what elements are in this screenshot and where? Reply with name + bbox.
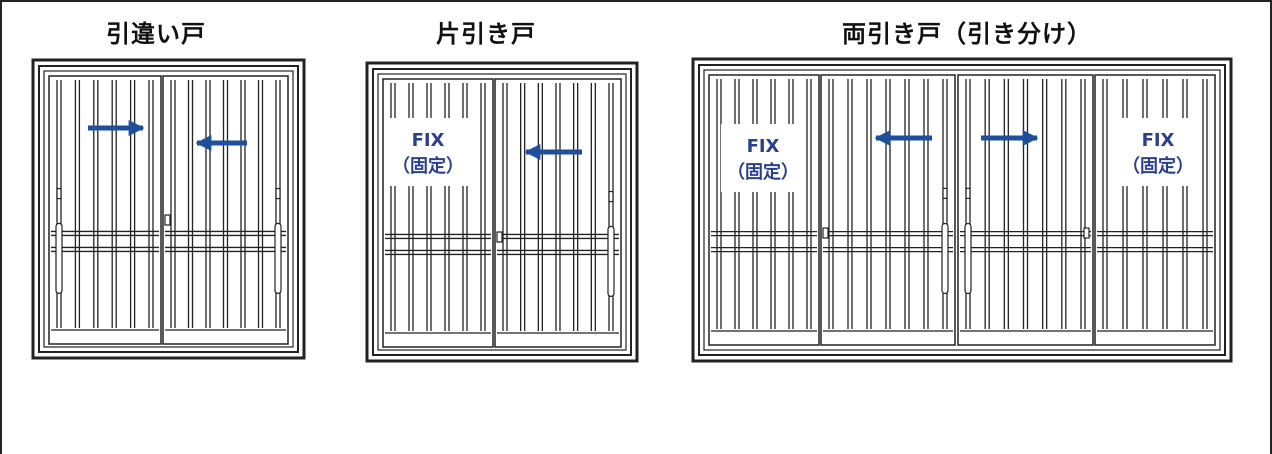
fix-sublabel: （固定）: [1122, 155, 1194, 177]
panel-border: [162, 75, 289, 345]
door-panel: [1094, 74, 1216, 346]
handle-icon: [274, 222, 282, 294]
handle-icon: [941, 222, 949, 295]
fix-label: FIX: [412, 130, 445, 151]
frame-outer: [691, 57, 1233, 363]
frame-jamb: [703, 69, 1221, 351]
title-hikichigai-door: 引違い戸: [106, 20, 206, 48]
door-panel: [162, 75, 289, 345]
door-panel: [494, 78, 622, 348]
title-ryobiki-door: 両引き戸（引き分け）: [842, 20, 1092, 48]
door-panel: [708, 74, 820, 346]
latch-icon: [164, 214, 171, 226]
panel-border: [382, 78, 494, 348]
fix-sublabel: （固定）: [727, 161, 799, 183]
panel-border: [708, 74, 820, 346]
door-panel: [820, 74, 956, 346]
diagram-katabiki: FIX （固定）: [365, 61, 639, 363]
latch-icon: [822, 227, 829, 239]
handle-icon: [964, 222, 972, 295]
frame-inner: [38, 65, 299, 353]
fix-label-bg: [386, 118, 470, 186]
latch-icon: [56, 187, 62, 200]
handle-icon: [607, 225, 615, 297]
panel-border: [957, 74, 1094, 346]
fix-sublabel: （固定）: [392, 155, 464, 177]
frame-jamb: [377, 73, 627, 351]
diagram-hikichigai: [31, 58, 306, 360]
latch-icon: [275, 187, 281, 200]
fix-label: FIX: [1142, 130, 1175, 151]
door-panel: [48, 75, 162, 345]
latch-icon: [965, 187, 971, 199]
panel-border: [820, 74, 956, 346]
frame-inner: [372, 68, 632, 356]
title-katabiki-door: 片引き戸: [436, 20, 536, 48]
frame-outer: [31, 58, 306, 360]
handle-icon: [55, 222, 63, 294]
latch-icon: [1083, 227, 1090, 239]
fix-label-bg: [1116, 118, 1200, 186]
latch-icon: [496, 231, 503, 243]
latch-icon: [608, 190, 614, 203]
panel-border: [1094, 74, 1216, 346]
frame-outer: [365, 61, 639, 363]
panel-border: [48, 75, 162, 345]
diagram-ryobiki: FIX （固定） FIX （固定）: [691, 57, 1233, 363]
frame-inner: [698, 64, 1226, 356]
fix-label: FIX: [747, 136, 780, 157]
latch-icon: [942, 187, 948, 199]
fix-label-bg: [721, 124, 805, 192]
panel-border: [494, 78, 622, 348]
frame-jamb: [43, 70, 294, 348]
door-panel: [957, 74, 1094, 346]
